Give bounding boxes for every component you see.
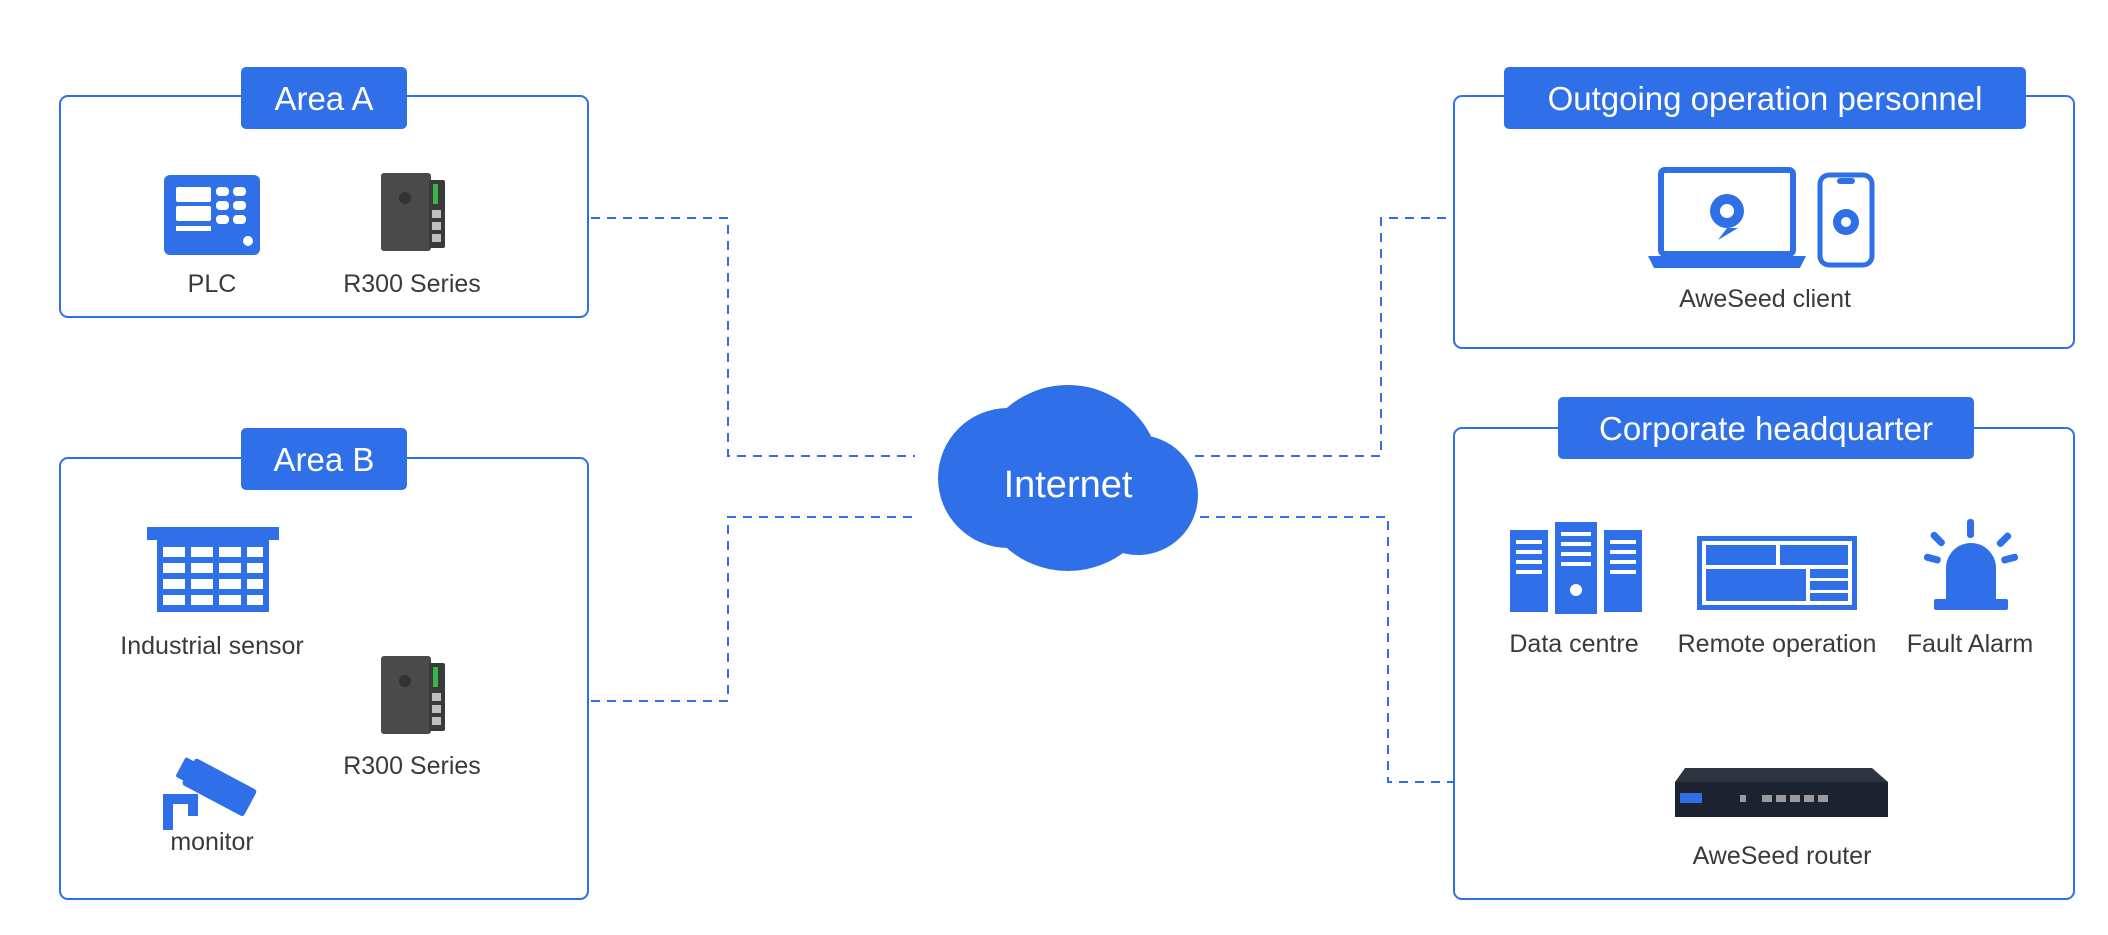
area-b-header [241,428,407,490]
group-area-a: Area A PLC R300 Series [59,67,589,318]
remote-operation-label: Remote operation [1678,630,1877,658]
hq-title: Corporate headquarter [1599,410,1933,447]
area-a-frame [59,95,589,318]
link-area-b-internet [463,516,915,702]
internet-label: Internet [1004,464,1133,506]
area-a-title: Area A [274,80,373,117]
alarm-icon [1923,519,2019,610]
data-centre-label: Data centre [1509,630,1638,658]
phone-icon [1817,172,1875,268]
personnel-header [1504,67,2026,129]
area-b-frame [59,457,589,900]
area-a-router-label: R300 Series [343,270,481,298]
laptop-icon [1648,167,1806,268]
link-area-a-internet [463,217,915,457]
area-b-title: Area B [274,441,375,478]
area-a-header [241,67,407,129]
router-icon [381,173,445,251]
fault-alarm-label: Fault Alarm [1907,630,2033,658]
dashboard-icon [1697,536,1857,610]
client-label: AweSeed client [1679,285,1851,313]
personnel-title: Outgoing operation personnel [1548,80,1983,117]
group-personnel: Outgoing operation personnel AweSeed cli… [1453,67,2075,349]
router-icon [381,656,445,734]
hq-frame [1453,427,2075,900]
plc-icon [164,175,260,255]
monitor-label: monitor [170,828,253,856]
aweseed-router-label: AweSeed router [1693,842,1872,870]
camera-icon [163,757,257,830]
rack-router-icon [1675,768,1888,817]
area-b-router-label: R300 Series [343,752,481,780]
group-hq: Corporate headquarter Data centre [1453,397,2075,900]
cloud-icon [938,385,1198,571]
server-icon [1510,522,1642,614]
sensor-icon [147,527,279,612]
hq-header [1558,397,1974,459]
group-area-b: Area B Industrial sensor R300 Series [59,428,589,900]
plc-label: PLC [188,270,237,298]
sensor-label: Industrial sensor [120,632,303,660]
internet-cloud: Internet [938,385,1198,571]
link-internet-personnel [1195,217,1648,457]
